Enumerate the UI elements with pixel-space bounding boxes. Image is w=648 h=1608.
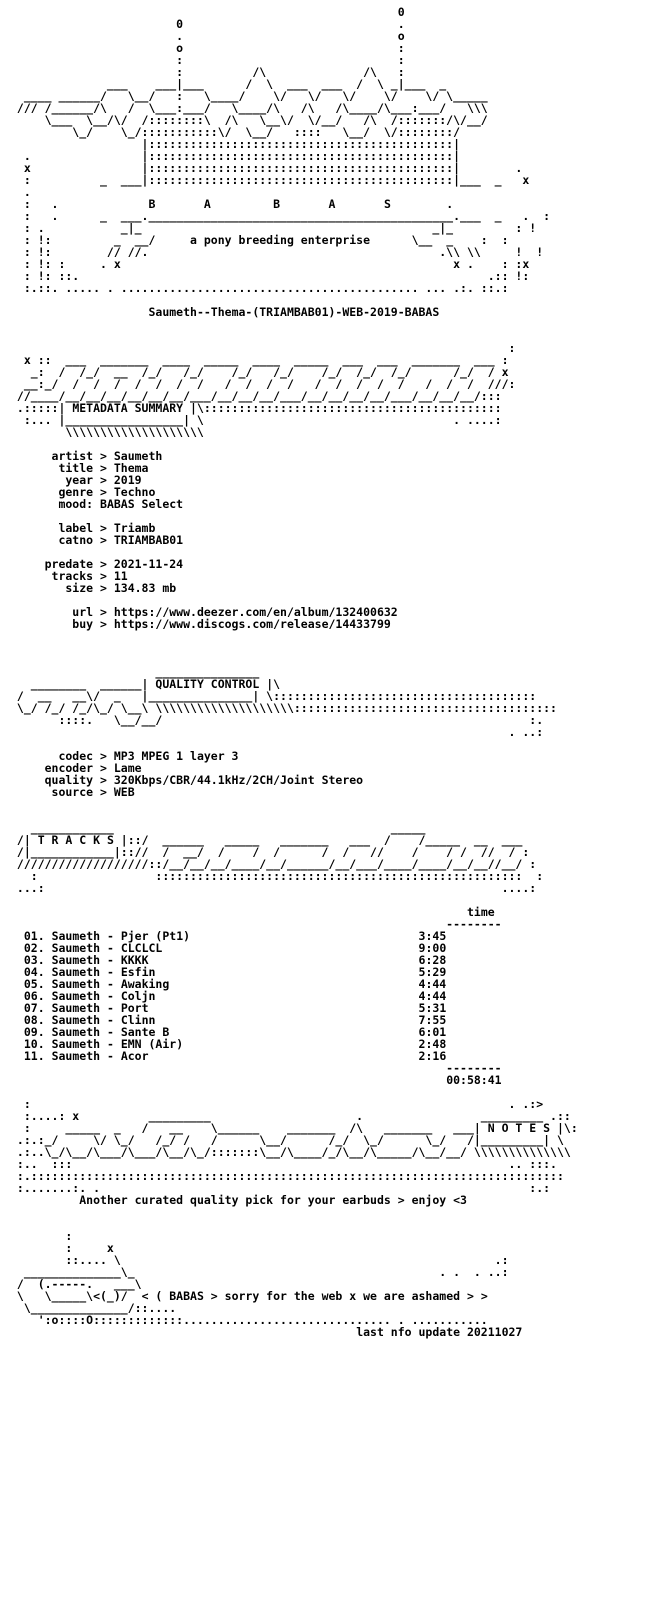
nfo-document: 0 0 . . o o : [10, 6, 578, 1338]
logo-letter-b1: B [148, 197, 156, 211]
logo-letter-s: S [383, 197, 391, 211]
meta-mood: mood: BABAS Select [10, 497, 184, 511]
tracklist-rule-bottom: -------- [10, 1061, 502, 1075]
metadata-summary: artist > Saumeth title > Thema year > 20… [10, 450, 578, 630]
meta-predate: predate > 2021-11-24 [10, 557, 184, 571]
meta-size: size > 134.83 mb [10, 581, 177, 595]
tracklist-rule-top: -------- [10, 917, 502, 931]
meta-label: label > Triamb [10, 521, 156, 535]
quality-control: codec > MP3 MPEG 1 layer 3 encoder > Lam… [10, 750, 578, 798]
track-row: 11. Saumeth - Acor 2:16 [23, 1049, 447, 1063]
quality-encoder: encoder > Lame [10, 761, 142, 775]
track-row: 10. Saumeth - EMN (Air) 2:48 [23, 1037, 447, 1051]
track-row: 03. Saumeth - KKKK 6:28 [23, 953, 447, 967]
metadata-section-title: METADATA SUMMARY [72, 401, 184, 415]
quality-section-title: QUALITY CONTROL [155, 677, 260, 691]
babas-logo-art: 0 0 . . o o : [16, 5, 551, 295]
tracks-banner: ____________ _____ /| T R A C K S |::/ _… [16, 821, 544, 895]
quality-quality: quality > 320Kbps/CBR/44.1kHz/2CH/Joint … [10, 773, 364, 787]
metadata-banner: : x :: ___ _______ ____ _____ ____ _____… [16, 341, 516, 439]
tracklist-time-header: time [466, 905, 495, 919]
meta-artist: artist > Saumeth [10, 449, 163, 463]
track-row: 09. Saumeth - Sante B 6:01 [23, 1025, 447, 1039]
last-update: last nfo update 20211027 [356, 1325, 523, 1339]
meta-buy: buy > https://www.discogs.com/release/14… [10, 617, 391, 631]
tracks-section-title: T R A C K S [37, 833, 114, 847]
group-tagline: a pony breeding enterprise [190, 233, 371, 247]
logo-letter-a1: A [203, 197, 211, 211]
track-row: 08. Saumeth - Clinn 7:55 [23, 1013, 447, 1027]
track-row: 06. Saumeth - Coljn 4:44 [23, 989, 447, 1003]
footer-message: < ( BABAS > sorry for the web x we are a… [141, 1289, 488, 1303]
meta-url: url > https://www.deezer.com/en/album/13… [10, 605, 398, 619]
meta-catno: catno > TRIAMBAB01 [10, 533, 184, 547]
quality-codec: codec > MP3 MPEG 1 layer 3 [10, 749, 239, 763]
track-row: 01. Saumeth - Pjer (Pt1) 3:45 [23, 929, 447, 943]
track-row: 07. Saumeth - Port 5:31 [23, 1001, 447, 1015]
meta-genre: genre > Techno [10, 485, 156, 499]
track-row: 05. Saumeth - Awaking 4:44 [23, 977, 447, 991]
meta-year: year > 2019 [10, 473, 142, 487]
logo-letter-b2: B [273, 197, 281, 211]
track-row: 02. Saumeth - CLCLCL 9:00 [23, 941, 447, 955]
tracklist-total: 00:58:41 [446, 1073, 502, 1087]
quality-source: source > WEB [10, 785, 135, 799]
meta-title: title > Thema [10, 461, 149, 475]
tracklist: 01. Saumeth - Pjer (Pt1) 3:45 02. Saumet… [10, 930, 578, 1062]
notes-text: Another curated quality pick for your ea… [79, 1193, 467, 1207]
notes-section-title: N O T E S [487, 1121, 551, 1135]
quality-banner: _______________ ________ ______| QUALITY… [16, 665, 557, 739]
notes-banner: : . .:> :....: x _________ . _________ .… [16, 1097, 578, 1195]
footer-art: : : x ::.... \ .: ______________\_ . . .… [16, 1229, 509, 1327]
track-row: 04. Saumeth - Esfin 5:29 [23, 965, 447, 979]
logo-letter-a2: A [328, 197, 336, 211]
release-name: Saumeth--Thema-(TRIAMBAB01)-WEB-2019-BAB… [148, 305, 440, 319]
meta-tracks: tracks > 11 [10, 569, 128, 583]
